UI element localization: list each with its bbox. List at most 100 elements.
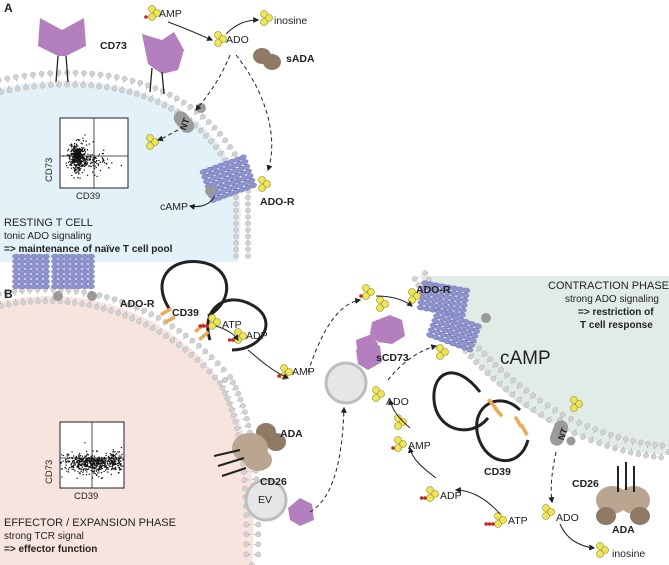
facs-event-dot bbox=[76, 462, 78, 464]
facs-event-dot bbox=[70, 149, 73, 152]
receptor-helix bbox=[249, 182, 257, 189]
facs-b-x-label: CD39 bbox=[74, 491, 99, 502]
lipid-head bbox=[126, 89, 133, 95]
facs-event-dot bbox=[109, 463, 111, 465]
facs-event-dot bbox=[103, 162, 106, 164]
facs-event-dot bbox=[85, 460, 88, 462]
lipid-head bbox=[42, 298, 49, 304]
facs-event-dot bbox=[68, 456, 71, 459]
lipid-head bbox=[79, 301, 85, 307]
facs-event-dot bbox=[60, 462, 62, 464]
lipid-head bbox=[202, 348, 209, 355]
lipid-head bbox=[156, 329, 163, 335]
lipid-head bbox=[635, 451, 642, 457]
facs-event-dot bbox=[73, 177, 75, 179]
facs-event-dot bbox=[92, 164, 94, 167]
facs-event-dot bbox=[103, 462, 106, 465]
facs-event-dot bbox=[97, 472, 99, 474]
lipid-head bbox=[546, 417, 552, 424]
facs-event-dot bbox=[72, 146, 74, 148]
facs-event-dot bbox=[95, 157, 97, 159]
effector-caption-line3: => effector function bbox=[4, 544, 98, 555]
adp-bottom-label: ADP bbox=[440, 490, 462, 502]
lipid-head bbox=[243, 521, 250, 528]
facs-event-dot bbox=[88, 459, 91, 462]
extracellular-vesicle bbox=[244, 478, 288, 522]
facs-event-dot bbox=[90, 459, 92, 462]
arrow-ado-to-receptor bbox=[235, 54, 273, 172]
facs-event-dot bbox=[82, 461, 84, 463]
lipid-head bbox=[233, 214, 239, 220]
lipid-head bbox=[473, 359, 479, 366]
nucleoside-ring bbox=[280, 364, 288, 372]
contraction-caption-line3: => restriction of bbox=[578, 307, 654, 318]
nucleoside-ring bbox=[596, 542, 604, 550]
facs-event-dot bbox=[94, 174, 96, 176]
receptor-helix bbox=[42, 273, 50, 280]
nucleoside-ring bbox=[436, 352, 444, 360]
lipid-head bbox=[180, 99, 187, 106]
lipid-head bbox=[73, 288, 80, 294]
lipid-head bbox=[544, 402, 551, 408]
facs-event-dot bbox=[90, 162, 92, 165]
lipid-head bbox=[233, 253, 239, 259]
facs-event-dot bbox=[65, 461, 68, 463]
panel-letter-b: B bbox=[4, 287, 13, 301]
lipid-head bbox=[5, 301, 12, 308]
facs-event-dot bbox=[85, 158, 88, 161]
lipid-head bbox=[516, 397, 523, 403]
facs-event-dot bbox=[109, 459, 112, 462]
lipid-head bbox=[484, 370, 491, 377]
lipid-head bbox=[152, 85, 159, 91]
ado-r-left-label: ADO-R bbox=[120, 298, 155, 310]
facs-event-dot bbox=[91, 464, 93, 466]
facs-event-dot bbox=[108, 456, 110, 459]
facs-event-dot bbox=[78, 140, 80, 142]
facs-event-dot bbox=[92, 467, 94, 469]
facs-event-dot bbox=[69, 160, 71, 163]
facs-event-dot bbox=[100, 472, 103, 474]
lipid-head bbox=[538, 412, 544, 419]
facs-event-dot bbox=[76, 150, 79, 153]
facs-event-dot bbox=[110, 473, 113, 476]
facs-event-dot bbox=[99, 463, 101, 465]
atp-bottom-label: ATP bbox=[508, 515, 528, 527]
facs-event-dot bbox=[81, 143, 83, 145]
lipid-head bbox=[197, 127, 204, 134]
nucleoside-ring bbox=[542, 512, 550, 520]
facs-event-dot bbox=[89, 462, 92, 464]
facs-event-dot bbox=[70, 143, 73, 145]
facs-event-dot bbox=[83, 457, 86, 459]
nucleoside-ring bbox=[441, 348, 449, 356]
facs-event-dot bbox=[78, 458, 80, 460]
facs-event-dot bbox=[118, 451, 121, 453]
lipid-head bbox=[492, 361, 499, 368]
arrow-ado-to-inosine bbox=[225, 17, 260, 35]
lipid-head bbox=[0, 291, 2, 297]
lipid-head bbox=[4, 75, 11, 82]
facs-event-dot bbox=[115, 468, 117, 471]
lipid-head bbox=[627, 449, 634, 456]
facs-event-dot bbox=[98, 159, 100, 162]
lipid-head bbox=[111, 296, 118, 303]
ado-r-right-label: ADO-R bbox=[416, 284, 451, 296]
nucleoside-ring bbox=[208, 322, 216, 330]
cd39-left-label: CD39 bbox=[172, 307, 199, 319]
facs-event-dot bbox=[87, 153, 89, 156]
g-protein-icon bbox=[205, 186, 215, 196]
lipid-head bbox=[612, 445, 618, 452]
lipid-head bbox=[650, 453, 657, 460]
facs-event-dot bbox=[81, 154, 84, 156]
lipid-head bbox=[0, 77, 2, 83]
lipid-head bbox=[608, 431, 614, 438]
facs-event-dot bbox=[62, 454, 65, 457]
lipid-head bbox=[245, 227, 251, 233]
facs-event-dot bbox=[86, 471, 88, 473]
facs-event-dot bbox=[108, 167, 110, 169]
ado-molecule-icon bbox=[258, 176, 271, 192]
lipid-head bbox=[155, 315, 162, 321]
facs-event-dot bbox=[92, 159, 94, 162]
lipid-head bbox=[115, 310, 121, 316]
facs-event-dot bbox=[84, 442, 86, 444]
lipid-head bbox=[604, 443, 610, 449]
